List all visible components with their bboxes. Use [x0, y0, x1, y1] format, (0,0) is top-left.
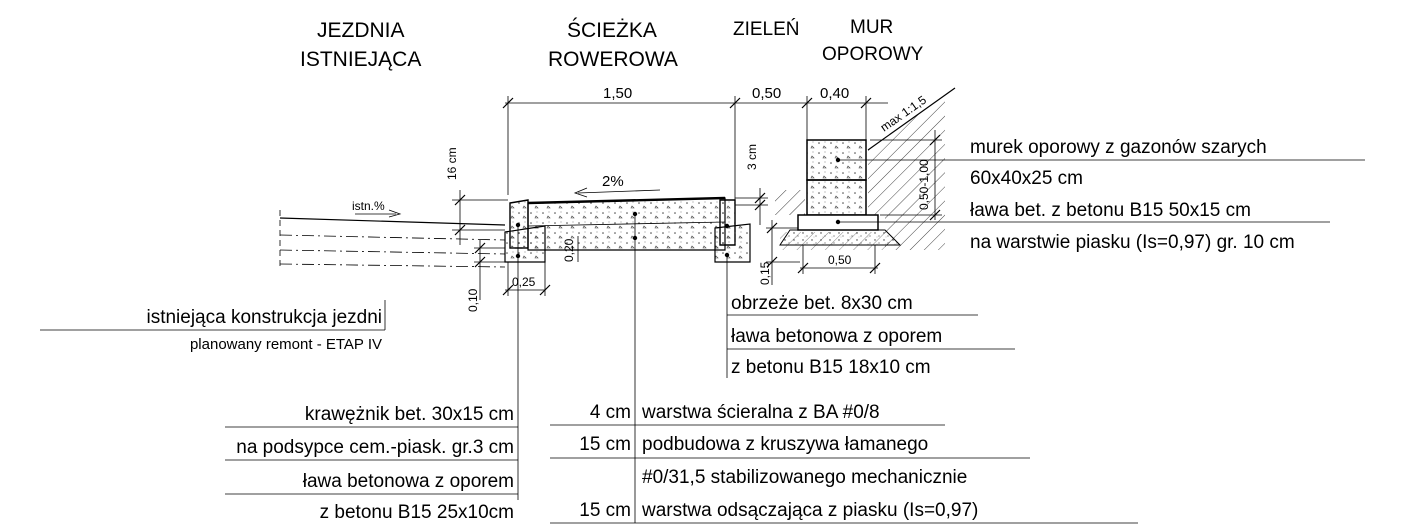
dim-wall-width: 0,40	[820, 85, 849, 102]
road-desc-line2: planowany remont - ETAP IV	[190, 336, 382, 353]
foot-width-dimension	[797, 245, 881, 274]
layer-description: podbudowa z kruszywa łamanego	[642, 434, 928, 455]
layer-thickness: 15 cm	[579, 500, 631, 521]
road-desc-line1: istniejąca konstrukcja jezdni	[146, 307, 382, 328]
curb-height-dimension	[452, 190, 508, 245]
edge-desc-line2: ława betonowa z oporem	[731, 326, 942, 347]
wall-desc-line1: murek oporowy z gazonów szarych	[970, 137, 1267, 158]
curb-desc-line3: ława betonowa z oporem	[303, 471, 514, 492]
foot-width-label: 0,50	[828, 253, 852, 267]
wall-desc-line2: 60x40x25 cm	[970, 168, 1083, 189]
edge-offset-label: 3 cm	[745, 144, 759, 170]
left-depth-dimension	[474, 240, 551, 300]
left-depth-label: 0,10	[466, 288, 480, 312]
dim-path-width: 1,50	[603, 85, 632, 102]
header-jezdnia-line1: JEZDNIA	[317, 19, 405, 42]
layer-thickness: 15 cm	[579, 434, 631, 455]
leader-lines	[40, 159, 1365, 524]
edge-desc-line1: obrzeże bet. 8x30 cm	[731, 293, 913, 314]
edge-depth-label: 0,20	[562, 238, 576, 262]
wall-height-label: 0,50-1,00	[917, 159, 931, 210]
curb-desc-line1: krawężnik bet. 30x15 cm	[305, 404, 514, 425]
header-mur-line1: MUR	[850, 17, 893, 38]
right-depth-label: 0,15	[758, 261, 772, 285]
header-sciezka-line1: ŚCIEŻKA	[567, 18, 657, 42]
curb-desc-line4: z betonu B15 25x10cm	[320, 502, 514, 523]
layer-description: warstwa ścieralna z BA #0/8	[641, 402, 880, 423]
right-edge-dimension	[735, 188, 800, 285]
layer-description: warstwa odsączająca z piasku (Is=0,97)	[641, 500, 978, 521]
curb-desc-line2: na podsypce cem.-piask. gr.3 cm	[236, 437, 514, 458]
retaining-wall	[775, 87, 956, 250]
header-mur-line2: OPOROWY	[822, 44, 924, 65]
path-slope-label: 2%	[602, 173, 624, 190]
header-zielen: ZIELEŃ	[733, 19, 800, 40]
existing-road	[279, 209, 506, 270]
curb-height-label: 16 cm	[445, 147, 459, 180]
layer-description: #0/31,5 stabilizowanego mechanicznie	[642, 467, 967, 488]
edge-desc-line3: z betonu B15 18x10 cm	[731, 357, 931, 378]
header-sciezka-line2: ROWEROWA	[548, 48, 678, 71]
layer-thickness: 4 cm	[590, 402, 631, 423]
foot-desc-line2: na warstwie piasku (Is=0,97) gr. 10 cm	[970, 232, 1295, 253]
bike-path-structure	[504, 187, 751, 263]
foot-desc-line1: ława bet. z betonu B15 50x15 cm	[970, 200, 1251, 221]
road-slope-label: istn.%	[352, 199, 385, 213]
top-dimension-line	[502, 96, 888, 200]
header-jezdnia-line2: ISTNIEJĄCA	[300, 48, 421, 71]
wall-height-dimension	[870, 130, 942, 221]
bench-width-left-label: 0,25	[512, 275, 536, 289]
dim-green-width: 0,50	[752, 85, 781, 102]
layer-table: 4 cm warstwa ścieralna z BA #0/8 15 cm p…	[579, 402, 978, 521]
